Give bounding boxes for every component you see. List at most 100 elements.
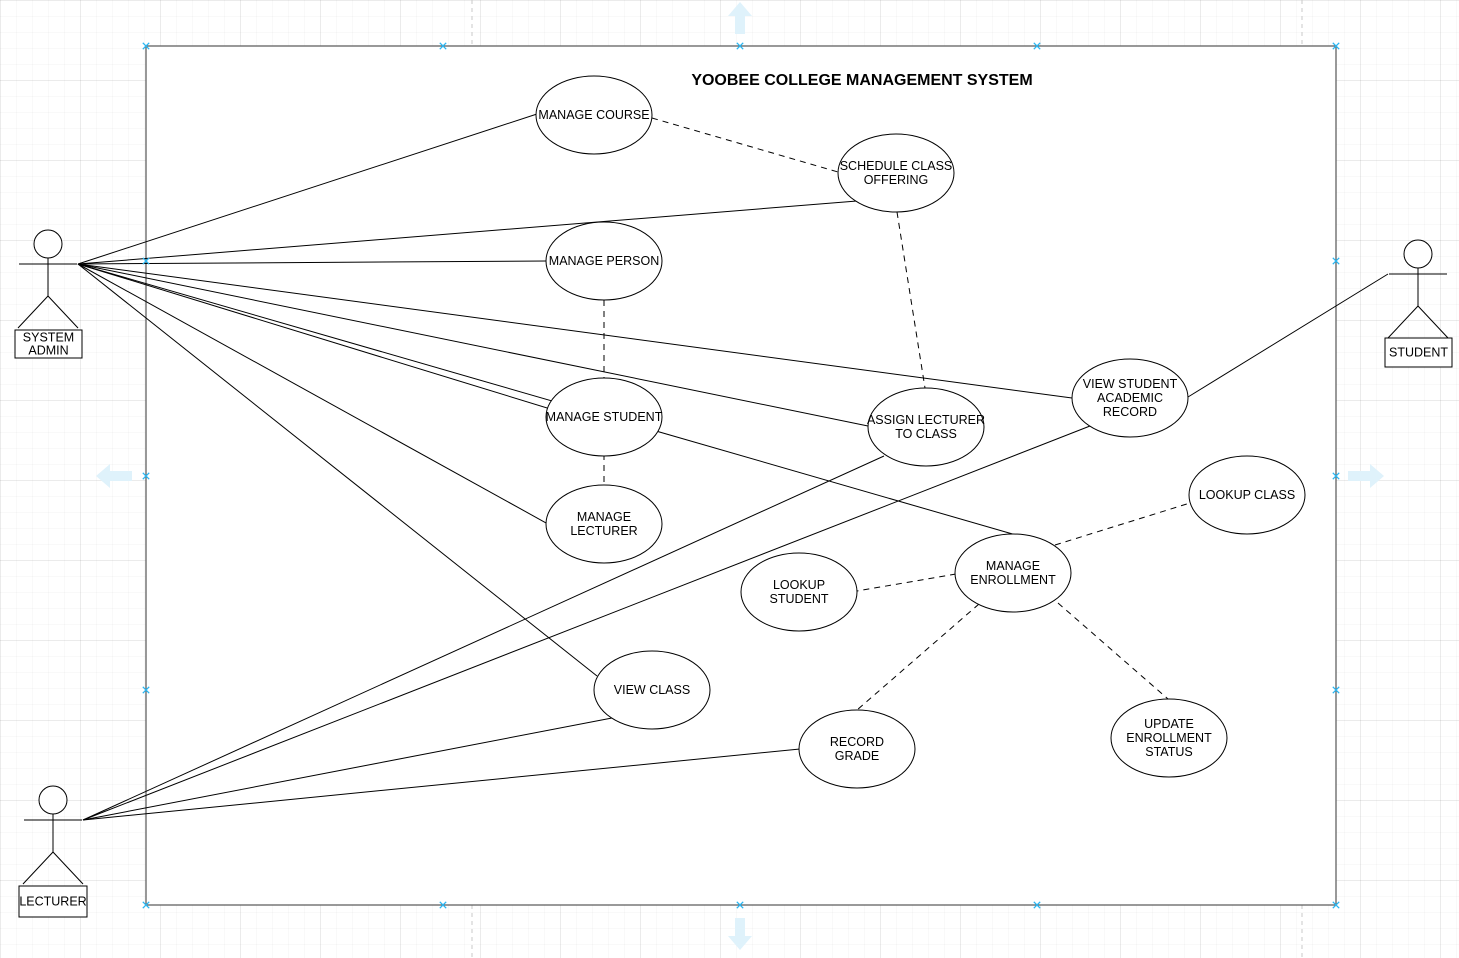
association-system-admin-to-manage-lecturer[interactable] [77,263,549,525]
use-case-ellipse[interactable] [1110,698,1228,778]
dependency-manage-enrollment-to-lookup-class[interactable] [1054,502,1191,546]
association-lecturer-to-record-grade[interactable] [82,748,801,821]
association-system-admin-to-manage-enrollment[interactable] [77,263,1017,536]
actor-student[interactable]: STUDENT [1384,239,1453,368]
resize-handle-icon[interactable] [1332,472,1340,480]
expand-up-arrow-icon[interactable] [728,2,752,34]
association-system-admin-to-view-class[interactable] [77,263,598,677]
association-system-admin-to-manage-student[interactable] [77,263,571,416]
use-case-label: MANAGE STUDENT [546,410,663,424]
use-case-ellipse[interactable] [1188,455,1306,535]
expand-down-arrow-icon[interactable] [728,918,752,950]
use-case-lookup-class[interactable]: LOOKUP CLASS [1188,455,1306,535]
resize-handle-icon[interactable] [142,257,150,265]
actor-label-box [14,329,83,359]
use-case-manage-person[interactable]: MANAGE PERSON [545,221,663,301]
use-case-label: STUDENT [769,592,828,606]
use-case-manage-course[interactable]: MANAGE COURSE [535,75,653,155]
use-case-view-class[interactable]: VIEW CLASS [593,650,711,730]
actor-label: STUDENT [1389,346,1448,360]
use-case-label: VIEW STUDENT [1083,377,1178,391]
actor-left-leg-line [17,295,49,329]
resize-handle-icon[interactable] [142,472,150,480]
resize-handle-icon[interactable] [1332,686,1340,694]
resize-handle-icon[interactable] [1033,901,1041,909]
association-system-admin-to-assign-lecturer-to-class[interactable] [77,263,869,427]
use-case-ellipse[interactable] [954,533,1072,613]
use-case-ellipse[interactable] [740,552,858,632]
use-case-label: MANAGE PERSON [549,254,659,268]
use-case-label: VIEW CLASS [614,683,690,697]
resize-handle-icon[interactable] [439,42,447,50]
resize-handle-icon[interactable] [439,901,447,909]
actor-right-leg-line [1417,305,1449,339]
resize-handle-icon[interactable] [1332,901,1340,909]
use-case-label: OFFERING [864,173,929,187]
association-student-to-view-student-academic-record[interactable] [1187,273,1389,398]
actor-right-leg-line [47,295,79,329]
use-case-ellipse[interactable] [867,387,985,467]
resize-handle-icon[interactable] [142,686,150,694]
association-system-admin-to-schedule-class-offering[interactable] [77,200,858,265]
use-case-manage-student[interactable]: MANAGE STUDENT [545,377,663,457]
dependency-manage-enrollment-to-update-enrollment-status[interactable] [1057,602,1169,700]
use-case-ellipse[interactable] [545,221,663,301]
resize-handle-icon[interactable] [1332,257,1340,265]
use-case-label: STATUS [1145,745,1192,759]
actor-label-box [1384,337,1453,368]
actor-head-icon [33,229,63,259]
dependency-manage-enrollment-to-lookup-student[interactable] [856,573,957,592]
use-case-label: ASSIGN LECTURER [867,413,985,427]
actor-head-icon [1403,239,1433,269]
use-case-ellipse[interactable] [798,709,916,789]
dependency-schedule-class-offering-to-assign-lecturer-to-class[interactable] [896,211,926,389]
actor-label: ADMIN [28,344,68,358]
association-system-admin-to-manage-person[interactable] [77,260,548,265]
resize-handle-icon[interactable] [736,42,744,50]
actor-label: SYSTEM [23,331,74,345]
association-lecturer-to-view-student-academic-record[interactable] [82,425,1091,821]
use-case-ellipse[interactable] [1071,358,1189,438]
actor-label: LECTURER [19,895,86,909]
resize-handle-icon[interactable] [736,901,744,909]
association-lecturer-to-assign-lecturer-to-class[interactable] [82,455,885,821]
use-case-ellipse[interactable] [545,484,663,564]
association-system-admin-to-manage-course[interactable] [77,113,538,265]
actor-label-box [18,885,88,918]
resize-handle-icon[interactable] [1332,42,1340,50]
expand-right-arrow-icon[interactable] [1348,464,1384,488]
diagram-title: YOOBEE COLLEGE MANAGEMENT SYSTEM [691,72,1032,89]
dependency-manage-enrollment-to-record-grade[interactable] [856,603,980,711]
use-case-ellipse[interactable] [545,377,663,457]
use-case-label: ENROLLMENT [970,573,1056,587]
use-case-ellipse[interactable] [593,650,711,730]
use-case-label: ACADEMIC [1097,391,1163,405]
use-case-label: LECTURER [570,524,637,538]
use-case-label: ENROLLMENT [1126,731,1212,745]
use-case-ellipse[interactable] [837,133,955,213]
resize-handle-icon[interactable] [142,42,150,50]
actor-head-icon [38,785,68,815]
resize-handle-icon[interactable] [1033,42,1041,50]
expand-left-arrow-icon[interactable] [96,464,132,488]
actor-lecturer[interactable]: LECTURER [18,785,88,918]
association-lecturer-to-view-class[interactable] [82,717,613,821]
use-case-label: MANAGE [986,559,1040,573]
nav-arrows [96,2,1384,950]
association-system-admin-to-view-student-academic-record[interactable] [77,263,1073,399]
use-case-label: SCHEDULE CLASS [840,159,953,173]
use-case-ellipse[interactable] [535,75,653,155]
use-case-label: UPDATE [1144,717,1194,731]
resize-handle-icon[interactable] [142,901,150,909]
